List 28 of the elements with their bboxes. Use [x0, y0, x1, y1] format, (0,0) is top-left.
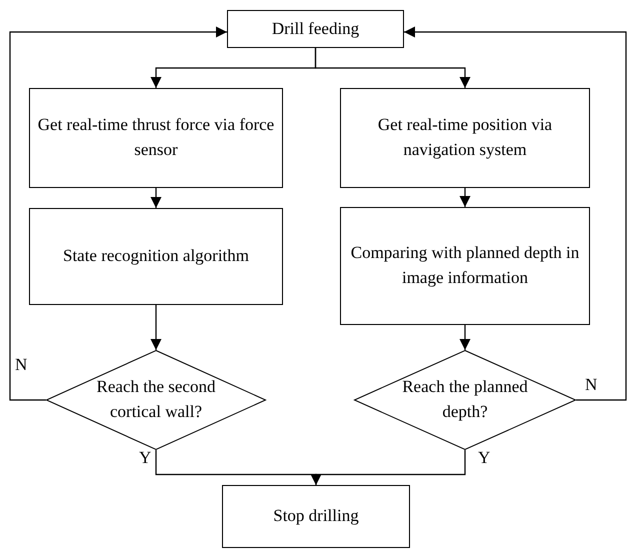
process-box: [227, 10, 404, 48]
arrow: [460, 188, 470, 207]
decision-text: Reach the second cortical wall?: [96, 376, 216, 423]
arrow: [9, 26, 227, 401]
process-box: [29, 88, 283, 188]
process-box: [340, 207, 590, 325]
arrow: [310, 450, 466, 485]
arrow: [404, 26, 627, 401]
step-text: Get real-time thrust force via force sensor: [37, 114, 275, 161]
step-text: Stop drilling: [273, 505, 359, 528]
edge-label: Y: [138, 449, 152, 466]
process-box: [29, 208, 283, 305]
arrow: [150, 188, 162, 208]
arrow: [150, 305, 162, 350]
arrow: [314, 48, 470, 88]
step-text: Comparing with planned depth in image information: [350, 242, 580, 289]
step-text: Get real-time position via navigation system: [376, 114, 554, 161]
decision-diamond: [46, 350, 266, 450]
step-text: State recognition algorithm: [62, 245, 249, 268]
process-box: [340, 88, 590, 188]
arrow: [460, 325, 470, 350]
edge-label: N: [584, 376, 598, 393]
edge-label: N: [14, 356, 28, 373]
decision-diamond: [354, 350, 576, 450]
decision-text: Reach the planned depth?: [402, 376, 528, 423]
step-text: Drill feeding: [272, 18, 360, 40]
edge-label: Y: [477, 449, 492, 466]
process-box: [222, 485, 410, 548]
